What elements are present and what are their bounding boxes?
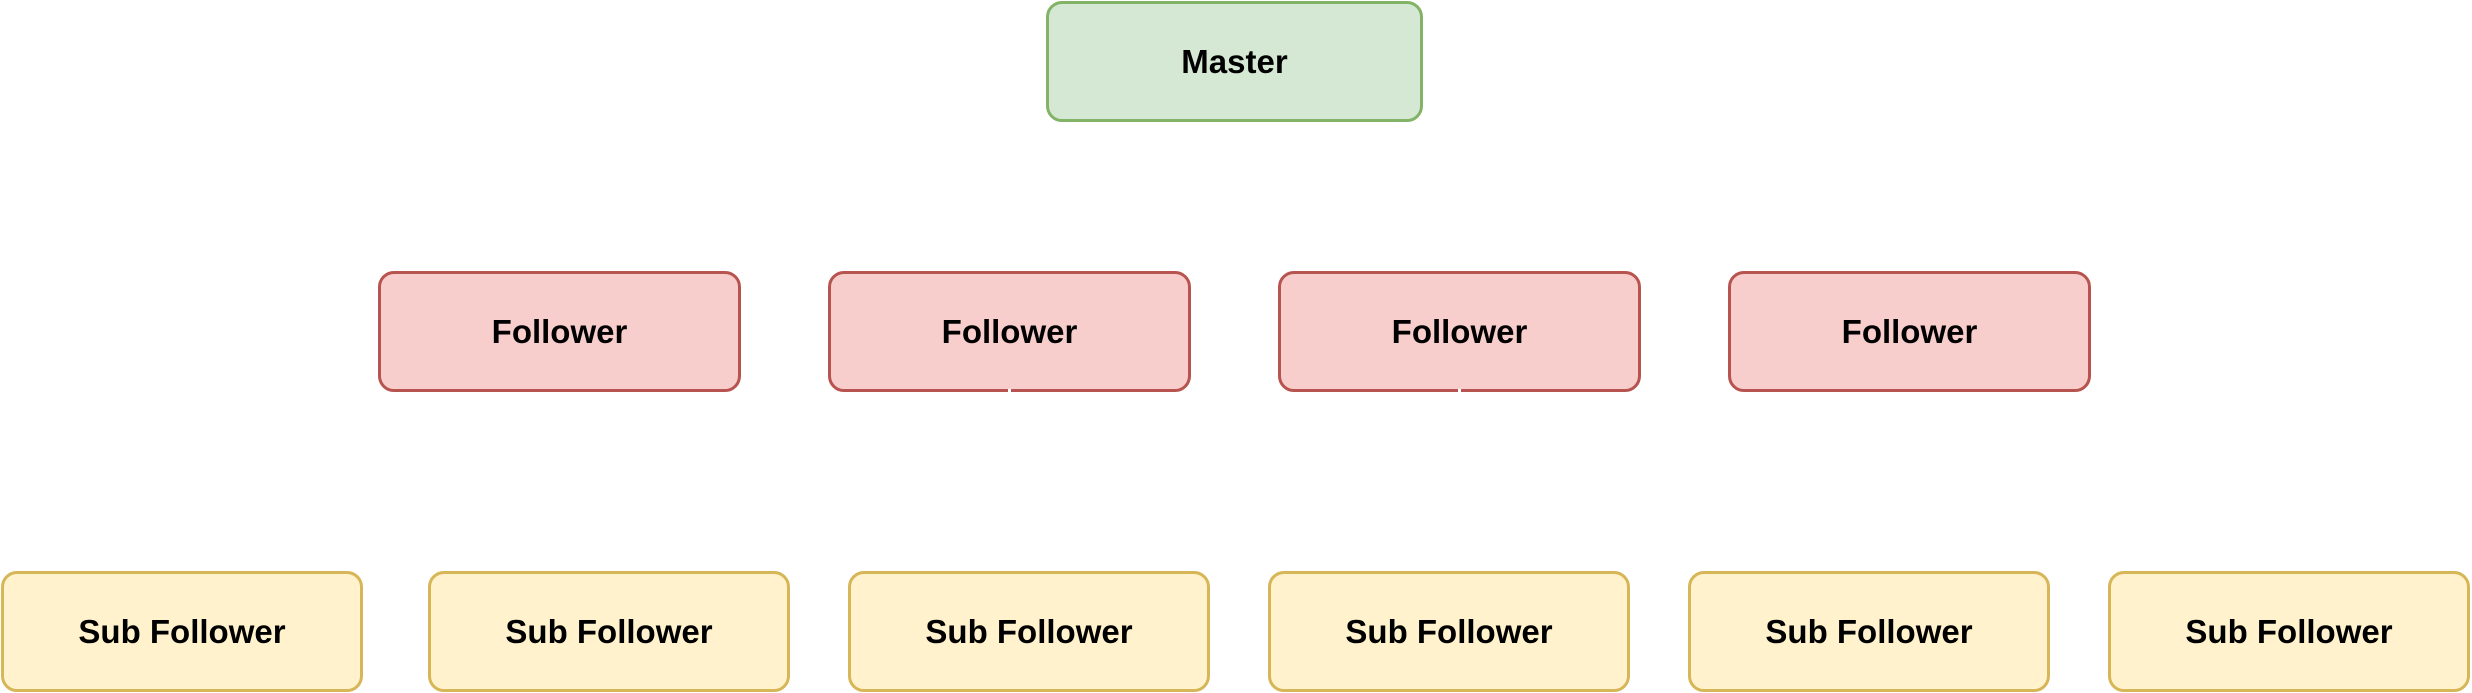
follower-node[interactable]: Follower: [1278, 271, 1641, 392]
follower-node[interactable]: Follower: [1728, 271, 2091, 392]
connection-point: [1008, 389, 1011, 392]
master-node[interactable]: Master: [1046, 1, 1423, 122]
sub-follower-node[interactable]: Sub Follower: [428, 571, 790, 692]
sub-follower-node[interactable]: Sub Follower: [1268, 571, 1630, 692]
sub-follower-node[interactable]: Sub Follower: [1, 571, 363, 692]
connection-point: [1458, 389, 1461, 392]
sub-follower-node[interactable]: Sub Follower: [848, 571, 1210, 692]
sub-follower-node[interactable]: Sub Follower: [2108, 571, 2470, 692]
follower-node[interactable]: Follower: [378, 271, 741, 392]
follower-node[interactable]: Follower: [828, 271, 1191, 392]
sub-follower-node[interactable]: Sub Follower: [1688, 571, 2050, 692]
